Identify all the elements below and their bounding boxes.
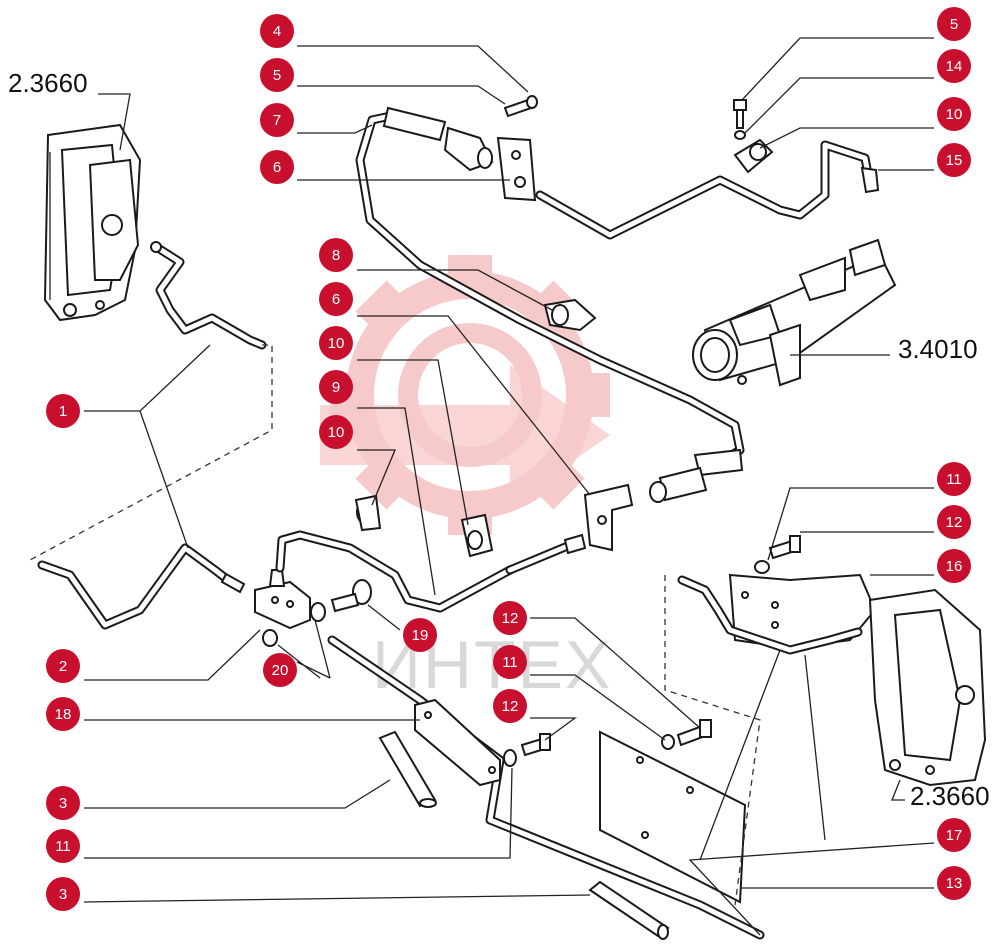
svg-text:11: 11 — [55, 838, 71, 855]
callout-13: 13 — [937, 866, 971, 900]
svg-text:4: 4 — [273, 23, 281, 40]
svg-text:11: 11 — [502, 654, 518, 671]
pipe-clip-10-upper-right — [733, 138, 774, 174]
brake-pipe-tee-to-junction — [275, 530, 587, 613]
washer-11-lower — [661, 734, 675, 750]
svg-text:20: 20 — [272, 662, 289, 679]
hose-clip — [543, 298, 597, 332]
brake-pipe-left-lower — [37, 543, 246, 630]
svg-text:15: 15 — [946, 152, 963, 169]
svg-text:8: 8 — [332, 247, 340, 264]
callouts: 4 5 7 6 8 6 10 9 10 1 2 18 3 11 3 20 19 … — [46, 7, 971, 911]
bracket-plate — [414, 698, 501, 787]
svg-text:12: 12 — [502, 610, 519, 627]
svg-text:12: 12 — [502, 698, 519, 715]
callout-19: 19 — [403, 618, 437, 652]
svg-text:3: 3 — [59, 886, 67, 903]
svg-text:10: 10 — [328, 335, 345, 352]
callout-12-center: 12 — [493, 689, 527, 723]
callout-12-center-top: 12 — [493, 601, 527, 635]
bolt-12-center — [520, 733, 551, 757]
bolt-upper-center — [503, 95, 538, 118]
leader-lines — [83, 37, 935, 936]
master-cylinder — [692, 238, 897, 387]
svg-text:16: 16 — [946, 558, 963, 575]
hose-bracket-upper — [496, 136, 537, 202]
caliper-left — [43, 123, 142, 322]
callout-5: 5 — [260, 58, 294, 92]
callout-10-lower: 10 — [319, 415, 353, 449]
brake-pipe-upper-right — [535, 140, 880, 240]
callout-4: 4 — [260, 14, 294, 48]
flexible-brake-hose — [355, 106, 745, 503]
washer-11-center — [503, 749, 517, 767]
callout-17: 17 — [937, 818, 971, 852]
callout-16: 16 — [937, 549, 971, 583]
svg-text:3: 3 — [59, 795, 67, 812]
svg-text:12: 12 — [946, 514, 963, 531]
watermark-gear-logo — [320, 255, 610, 535]
protective-sleeve-upper — [378, 730, 437, 808]
callout-6: 6 — [260, 150, 294, 184]
mounting-plate — [599, 730, 747, 904]
svg-text:7: 7 — [273, 112, 281, 129]
callout-18: 18 — [46, 697, 80, 731]
brake-pipe-left-caliper — [150, 241, 267, 350]
tee-connector-block — [254, 569, 326, 647]
callout-15: 15 — [937, 143, 971, 177]
callout-3: 3 — [46, 786, 80, 820]
callout-2: 2 — [46, 649, 80, 683]
ref-label-caliper-right: 2.3660 — [910, 781, 990, 811]
ref-label-master-cylinder: 3.4010 — [898, 334, 978, 364]
callout-10: 10 — [319, 326, 353, 360]
svg-text:6: 6 — [273, 159, 281, 176]
callout-7: 7 — [260, 103, 294, 137]
hose-bracket-lower — [583, 483, 634, 552]
protective-sleeve-lower — [588, 880, 670, 940]
svg-text:5: 5 — [950, 16, 958, 33]
banjo-bolt — [330, 579, 372, 613]
callout-11: 11 — [46, 829, 80, 863]
callout-14: 14 — [937, 49, 971, 83]
callout-8: 8 — [319, 238, 353, 272]
bracket-16 — [728, 573, 877, 650]
svg-text:19: 19 — [412, 627, 429, 644]
callout-11-right: 11 — [937, 462, 971, 496]
caliper-right — [868, 588, 987, 787]
svg-text:10: 10 — [946, 106, 963, 123]
callout-12-right: 12 — [937, 505, 971, 539]
callout-20: 20 — [263, 653, 297, 687]
pipe-clip-9 — [460, 513, 494, 558]
callout-1: 1 — [46, 394, 80, 428]
svg-text:17: 17 — [946, 827, 963, 844]
callout-6-lower: 6 — [319, 282, 353, 316]
svg-text:1: 1 — [59, 403, 67, 420]
bolt-12-lower — [676, 719, 712, 747]
callout-10-right: 10 — [937, 97, 971, 131]
svg-text:18: 18 — [55, 706, 72, 723]
washer-14 — [734, 130, 746, 140]
callout-11-center: 11 — [493, 645, 527, 679]
brake-pipe-long — [327, 635, 765, 940]
svg-text:13: 13 — [946, 875, 963, 892]
svg-text:2: 2 — [59, 658, 67, 675]
callout-3-lower: 3 — [46, 877, 80, 911]
svg-text:11: 11 — [946, 471, 962, 488]
brake-pipe-right-caliper — [677, 575, 863, 655]
callout-5-right: 5 — [937, 7, 971, 41]
svg-text:6: 6 — [332, 291, 340, 308]
bolt-12-right — [768, 535, 801, 560]
washer-11-right — [754, 560, 770, 574]
svg-text:14: 14 — [946, 58, 963, 75]
svg-text:9: 9 — [332, 379, 340, 396]
bolt-5-upper-right — [733, 99, 747, 129]
svg-text:10: 10 — [328, 424, 345, 441]
pipe-clip-10-left — [354, 494, 382, 532]
ref-label-caliper-left: 2.3660 — [8, 68, 88, 98]
callout-9: 9 — [319, 370, 353, 404]
svg-text:5: 5 — [273, 67, 281, 84]
